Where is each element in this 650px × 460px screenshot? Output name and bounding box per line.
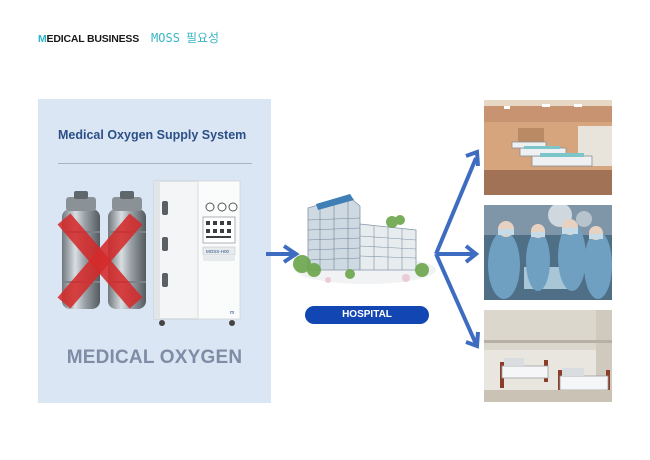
subtitle-en: MOSS (151, 31, 180, 45)
hospital-building-image (293, 194, 436, 284)
svg-text:MOSS-H00: MOSS-H00 (206, 249, 230, 254)
oxygen-generator-image: MOSS-H00 m (153, 180, 241, 326)
page-header: MEDICAL BUSINESS MOSS 필요성 (38, 29, 219, 45)
hospital-label-badge: HOSPITAL (305, 306, 429, 324)
panel-title: Medical Oxygen Supply System (58, 128, 247, 142)
panel-divider (58, 163, 252, 164)
fan-out-arrows-icon (434, 149, 480, 349)
brand-rest: EDICAL BUSINESS (46, 33, 140, 45)
panel-footer-title: MEDICAL OXYGEN (66, 347, 243, 368)
patient-room-photo (484, 310, 612, 402)
operating-room-photo (484, 205, 612, 300)
subtitle-kr: 필요성 (185, 31, 220, 45)
brand-accent: M (38, 33, 47, 45)
supply-system-panel: Medical Oxygen Supply System (38, 99, 271, 403)
arrow-right-icon (266, 244, 300, 264)
brand-title: MEDICAL BUSINESS (38, 33, 139, 45)
cross-out-icon (57, 213, 143, 309)
svg-text:m: m (230, 310, 234, 316)
hospital-ward-photo (484, 100, 612, 195)
